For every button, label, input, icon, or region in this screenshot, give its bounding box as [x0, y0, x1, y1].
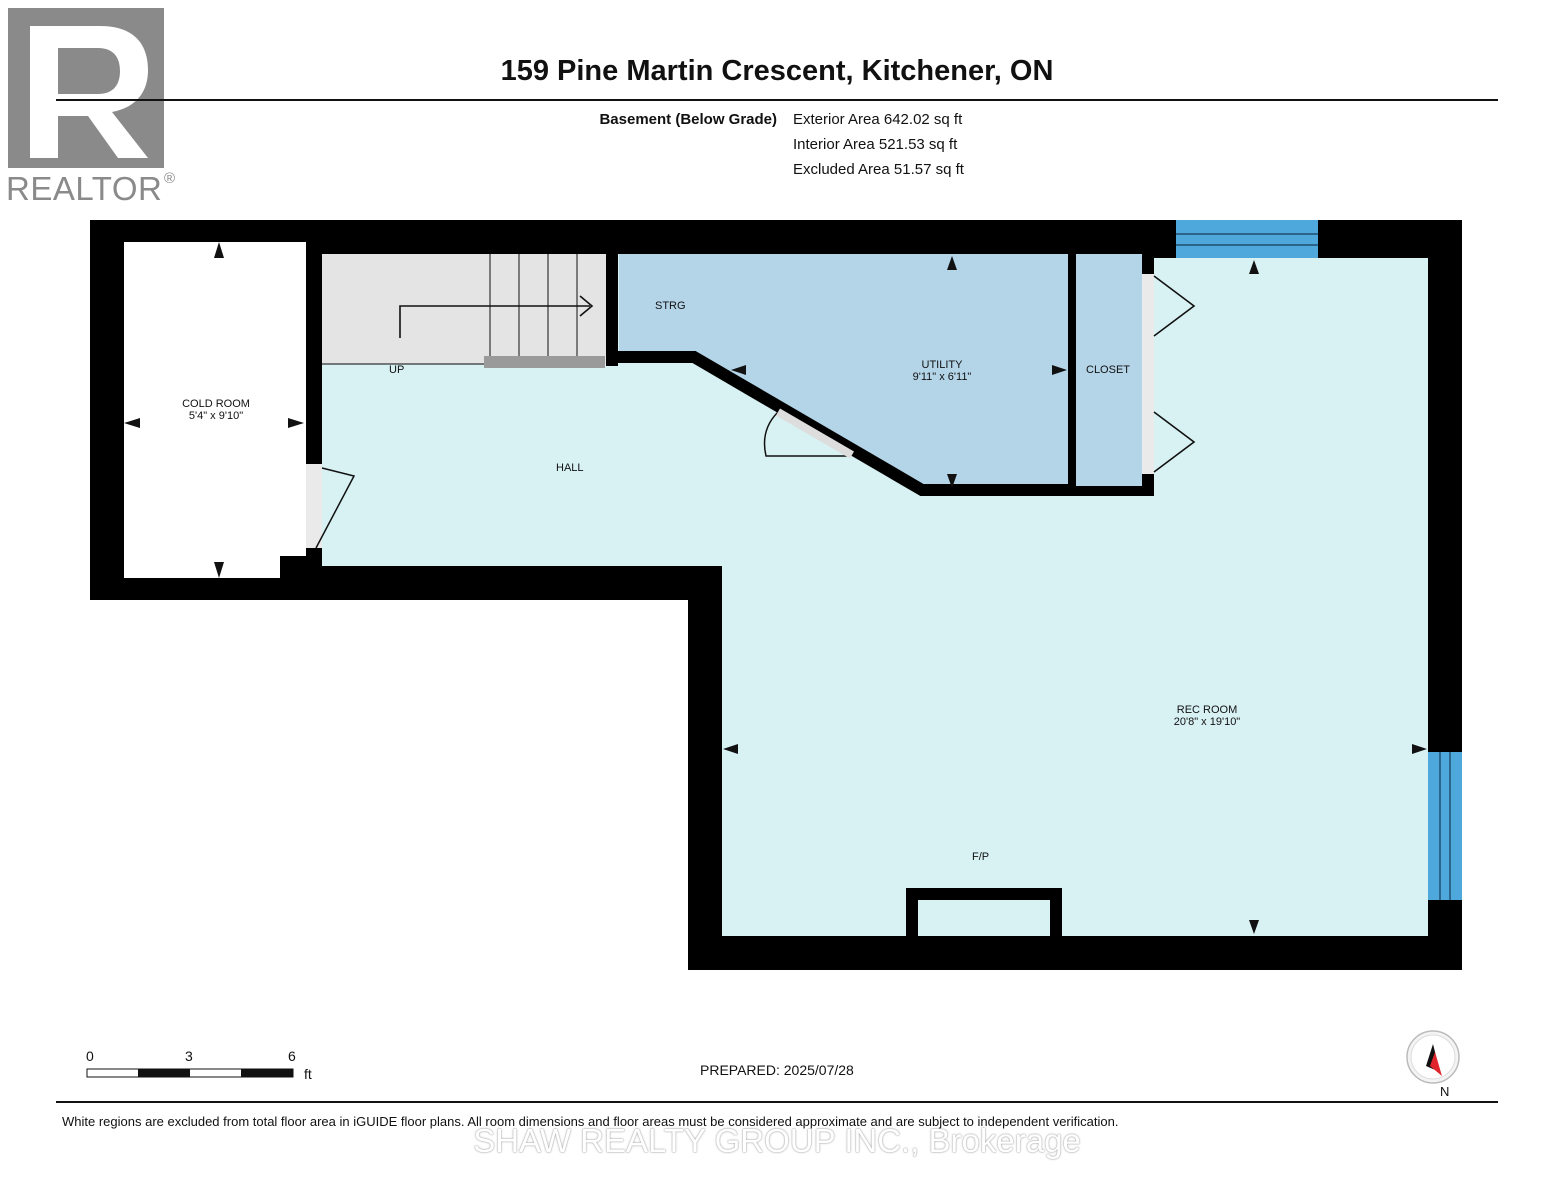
right-window [1428, 752, 1462, 900]
exterior-area: Exterior Area 642.02 sq ft [793, 111, 963, 128]
closet-doors [1153, 275, 1196, 473]
realtor-wordmark: REALTOR [6, 170, 163, 207]
cold-room-name: COLD ROOM [182, 398, 250, 410]
scale-unit: ft [304, 1066, 312, 1082]
utility-diagonal-wall [606, 351, 1154, 496]
utility-label: UTILITY 9'11" x 6'11" [882, 359, 1002, 383]
closet-label: CLOSET [1086, 364, 1131, 376]
cold-room-label: COLD ROOM 5'4" x 9'10" [160, 398, 272, 422]
realtor-registered-mark: ® [164, 170, 176, 187]
fireplace [906, 888, 1062, 936]
stair-landing-bar [484, 356, 605, 368]
scale-label-3: 3 [185, 1048, 193, 1064]
hall-label: HALL [556, 462, 584, 474]
header-rule [56, 99, 1498, 101]
stair-area [322, 254, 606, 364]
disclaimer: White regions are excluded from total fl… [62, 1114, 1119, 1129]
utility-name: UTILITY [921, 359, 963, 371]
compass-icon [1406, 1030, 1460, 1084]
cold-room-door [315, 467, 356, 549]
excluded-area: Excluded Area 51.57 sq ft [793, 161, 964, 178]
utility-dims: 9'11" x 6'11" [912, 371, 972, 383]
realtor-logo-icon [8, 8, 164, 168]
rec-room-name: REC ROOM [1176, 704, 1238, 716]
dimension-arrows [124, 242, 1427, 934]
storage-label: STRG [655, 300, 686, 312]
closet-area [1076, 254, 1142, 486]
level-label: Basement (Below Grade) [599, 111, 777, 128]
footer-rule [56, 1101, 1498, 1103]
rec-room-dims: 20'8" x 19'10" [1173, 716, 1241, 728]
stair-up-label: UP [389, 364, 405, 376]
prepared-date: PREPARED: 2025/07/28 [700, 1062, 854, 1078]
fireplace-label: F/P [972, 851, 990, 863]
page-title: 159 Pine Martin Crescent, Kitchener, ON [500, 55, 1054, 87]
scale-label-0: 0 [86, 1048, 94, 1064]
utility-area [619, 254, 1068, 490]
brokerage-watermark: SHAW REALTY GROUP INC., Brokerage [473, 1122, 1081, 1159]
scale-bar [86, 1068, 294, 1078]
stair-up-arrow [399, 305, 590, 338]
rec-room-label: REC ROOM 20'8" x 19'10" [1147, 704, 1267, 728]
interior-area: Interior Area 521.53 sq ft [793, 136, 958, 153]
compass-north-label: N [1440, 1084, 1450, 1099]
cold-room-area [124, 242, 306, 578]
scale-label-6: 6 [288, 1048, 296, 1064]
cold-room-dims: 5'4" x 9'10" [188, 410, 244, 422]
top-window [1176, 220, 1318, 258]
